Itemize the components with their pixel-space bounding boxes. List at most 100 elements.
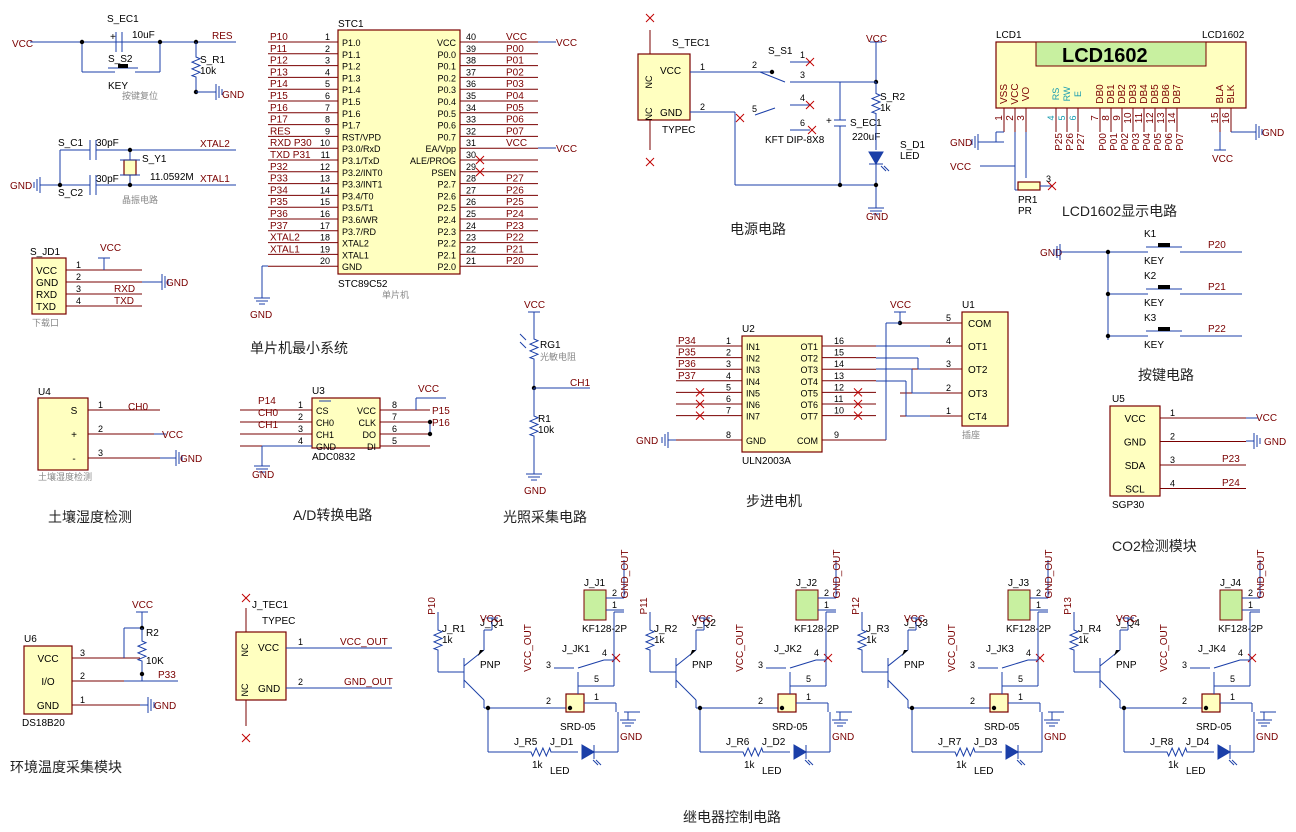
net-p15: P15 xyxy=(432,406,450,417)
mcu-net-right: P04 xyxy=(506,91,524,102)
vcc-label: VCC xyxy=(1116,614,1137,625)
net-ch1: CH1 xyxy=(258,420,278,431)
mcu-pin-right: EA/Vpp xyxy=(425,144,456,154)
uln-pin-left: IN2 xyxy=(746,354,760,364)
pin-number: 11 xyxy=(834,394,843,404)
res-value: 1k xyxy=(866,635,878,646)
net-p14: P14 xyxy=(258,396,276,407)
pin-number: 2 xyxy=(298,677,303,687)
uln-pin-right: COM xyxy=(797,436,818,446)
key-net: P22 xyxy=(1208,324,1226,335)
mcu-pin-left: P1.6 xyxy=(342,109,361,119)
pin-number: 5 xyxy=(325,79,330,89)
gnd-label: GND xyxy=(166,278,188,289)
led-arrow xyxy=(1228,759,1235,766)
net-txd: TXD xyxy=(114,296,134,307)
switch-cap xyxy=(118,64,128,68)
pin-number: 2 xyxy=(298,412,303,422)
led-arrow xyxy=(804,759,811,766)
vcc-label: VCC xyxy=(162,430,183,441)
gnd-label: GND xyxy=(10,181,32,192)
vcc-label: VCC xyxy=(556,38,577,49)
key-ref: K2 xyxy=(1144,271,1157,282)
section-title-lcd: LCD1602显示电路 xyxy=(1062,203,1177,219)
mcu-pin-right: P2.4 xyxy=(437,215,456,225)
mcu-body xyxy=(337,29,461,275)
lcd-net: P05 xyxy=(1153,133,1164,151)
pin-number: 14 xyxy=(1167,112,1178,124)
uln-pin-left: IN5 xyxy=(746,388,760,398)
ds-pin: GND xyxy=(37,701,59,712)
pin-number: 2 xyxy=(1182,696,1187,706)
pin-number: 4 xyxy=(76,296,81,306)
pin-number: 14 xyxy=(320,185,330,195)
key-net: P20 xyxy=(1208,240,1226,251)
typec-gnd: GND xyxy=(258,684,280,695)
pin-number: 3 xyxy=(1182,660,1187,670)
no-connect-mark xyxy=(241,733,251,743)
res-ref: J_R6 xyxy=(726,737,750,748)
mcu-pin-left: P3.7/RD xyxy=(342,227,377,237)
mcu-pin-left: P3.0/RxD xyxy=(342,144,381,154)
vcc-label: VCC xyxy=(692,614,713,625)
pin-number: 38 xyxy=(466,56,476,66)
vcc-out-label: VCC_OUT xyxy=(523,624,534,672)
mcu-pin-right: P0.6 xyxy=(437,121,456,131)
ground-symbol xyxy=(971,134,986,150)
pin-number: 18 xyxy=(320,233,330,243)
mcu-pin-right: P2.6 xyxy=(437,191,456,201)
pin-number: 24 xyxy=(466,221,476,231)
net-ch0: CH0 xyxy=(128,402,148,413)
uln-pin-right: OT6 xyxy=(800,400,818,410)
cap-ref: S_EC1 xyxy=(107,14,139,25)
ground-symbol xyxy=(140,697,155,713)
no-connect-mark xyxy=(823,653,833,663)
pin-number: 2 xyxy=(1005,115,1016,121)
led-label: LED xyxy=(974,766,993,777)
mcu-net-left: P35 xyxy=(270,197,288,208)
junction-dot xyxy=(909,705,915,711)
pin-number: 40 xyxy=(466,32,476,42)
lcd-ref: LCD1 xyxy=(996,30,1022,41)
key-label: KEY xyxy=(1144,298,1164,309)
vcc-label: VCC xyxy=(480,614,501,625)
led-triangle xyxy=(581,744,595,760)
pin-number: 8 xyxy=(392,400,397,410)
gnd-label: GND xyxy=(636,436,658,447)
vcc-out-label: VCC_OUT xyxy=(735,624,746,672)
pin-number: 2 xyxy=(824,588,829,598)
typec-vcc: VCC xyxy=(258,643,279,654)
pin-number: 3 xyxy=(98,448,103,458)
pin-number: 2 xyxy=(758,696,763,706)
pin-number: 4 xyxy=(1026,648,1031,658)
socket-pin: COM xyxy=(968,319,991,330)
mcu-net-right: P01 xyxy=(506,56,524,67)
wire xyxy=(675,679,697,701)
uln-net: P36 xyxy=(678,359,696,370)
gnd-label: GND xyxy=(154,701,176,712)
pin-number: 5 xyxy=(806,674,811,684)
pin-number: 3 xyxy=(1046,174,1051,184)
uln-pin-left: IN3 xyxy=(746,365,760,375)
wire xyxy=(1001,659,1029,669)
ground-symbol xyxy=(1256,712,1272,727)
c2-ref: S_C2 xyxy=(58,188,83,199)
pin-number: 2 xyxy=(1036,588,1041,598)
uln-body xyxy=(741,335,823,453)
co2-pin: SCL xyxy=(1125,485,1145,496)
junction-dot xyxy=(427,431,433,437)
relay-contact-ref: J_JK1 xyxy=(562,644,590,655)
terminal-ref: J_J4 xyxy=(1220,578,1242,589)
led-diode xyxy=(581,744,602,766)
pin-number: 5 xyxy=(392,436,397,446)
lcd-net: P07 xyxy=(1175,133,1186,151)
ground-symbol xyxy=(661,432,676,448)
ds-pin: I/O xyxy=(41,677,55,688)
mcu-net-right: P06 xyxy=(506,115,524,126)
switch-cap xyxy=(1158,243,1170,247)
terminal-ref: J_J1 xyxy=(584,578,606,589)
pin-number: 5 xyxy=(1018,674,1023,684)
mcu-net-right: VCC xyxy=(506,32,527,43)
relay-contact-ref: J_JK4 xyxy=(1198,644,1226,655)
mcu-pin-left: P3.3/INT1 xyxy=(342,180,383,190)
